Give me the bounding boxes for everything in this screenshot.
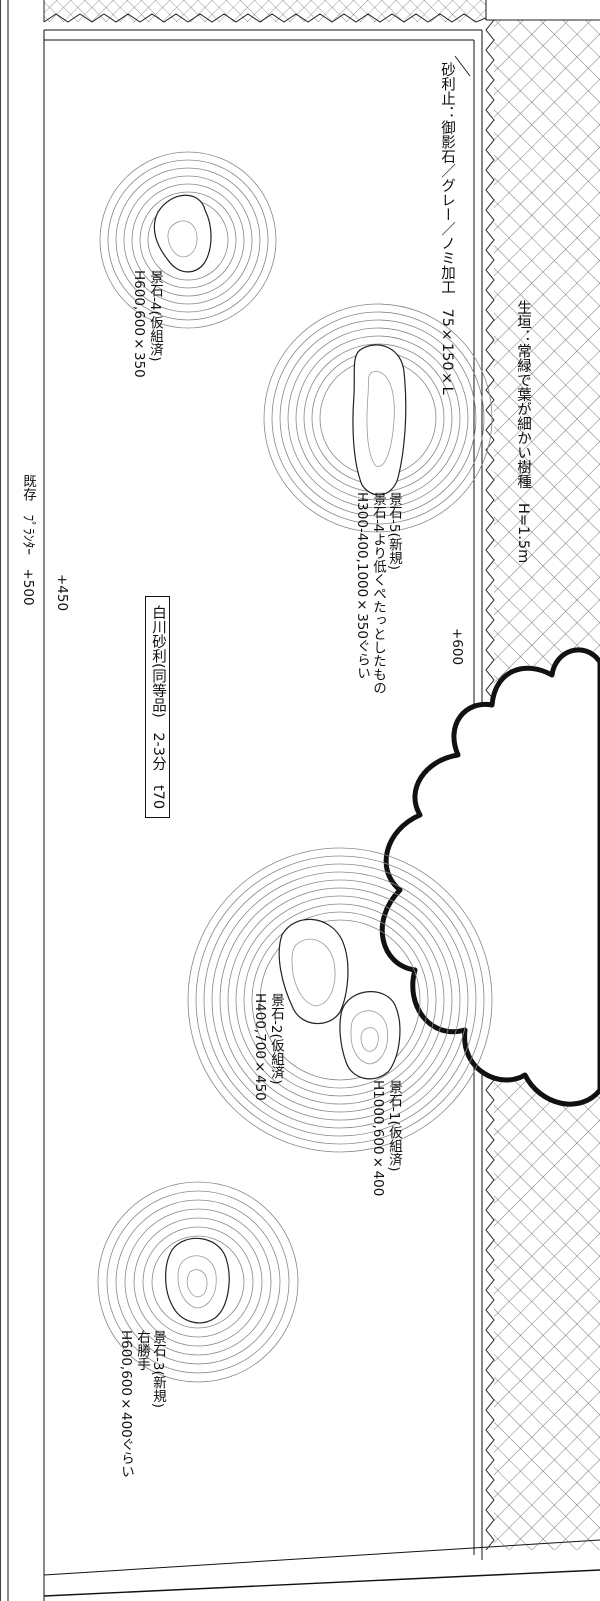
ripple-ring (106, 1190, 290, 1374)
stone-3-label: 景石-3(新規) 右勝手 H600,600×400ぐらい (118, 1330, 166, 1478)
existing-planter-label: 既存 ﾌﾟﾗﾝﾀｰ +500 (20, 474, 36, 606)
stone-4-label: 景石-4(仮組済) H600,600×350 (131, 270, 163, 378)
ripple-ring (99, 151, 277, 329)
ripple-ring (142, 1226, 254, 1338)
leader-line (454, 55, 471, 77)
gravel-stop-label: 砂利止：御影石／グレー／ノミ加工 75×150×L (439, 62, 455, 395)
stone-1 (339, 991, 401, 1080)
stone-2-label: 景石-2(仮組済) H400,700×450 (252, 993, 284, 1101)
ripple-ring (203, 863, 477, 1137)
ripple-ring (115, 1199, 281, 1365)
ripple-ring (124, 1208, 272, 1356)
ripple-ring (271, 311, 485, 525)
ripple-ring (243, 903, 437, 1097)
stone-5-name: 景石-5(新規) (386, 492, 402, 570)
ripple-ring (235, 895, 445, 1105)
ripple-ring (123, 175, 253, 305)
ripple-ring (151, 1235, 245, 1329)
stone-3 (165, 1237, 230, 1324)
stone-5-note: 景石-4より低くぺたっとしたもの (370, 492, 386, 695)
stone-5-label: 景石-5(新規) 景石-4より低くぺたっとしたもの H300-400,1000×… (354, 492, 402, 694)
stones (153, 194, 407, 1324)
gravel-ripple-rings (97, 151, 493, 1383)
ripple-ring (259, 919, 421, 1081)
stone-1-label: 景石-1(仮組済) H1000,600×400 (370, 1080, 402, 1196)
stone-5-spec: H300-400,1000×350ぐらい (354, 492, 370, 680)
stone-4 (153, 194, 212, 273)
stone-5 (352, 344, 407, 496)
ripple-ring (279, 319, 477, 517)
ripple-ring (287, 327, 469, 509)
ripple-ring (133, 1217, 263, 1347)
ripple-ring (195, 855, 485, 1145)
ripple-ring (107, 159, 269, 321)
stone-3-spec: H600,600×400ぐらい (118, 1330, 134, 1479)
top-hedge-strip (43, 0, 487, 23)
ripple-ring (227, 887, 453, 1113)
ripple-ring (187, 847, 493, 1153)
level-450-label: +450 (54, 574, 70, 612)
stone-3-name: 景石-3(新規) (150, 1330, 166, 1408)
hedge-label: 生垣：常緑で葉が細かい樹種 H=1.5m (515, 300, 531, 564)
ripple-ring (115, 167, 261, 313)
ripple-ring (263, 303, 493, 533)
tree-canopy (379, 647, 600, 1107)
stone-4-name: 景石-4(仮組済) (147, 270, 163, 362)
gravel-fill-label: 白川砂利(同等品) 2-3分 t70 (145, 596, 170, 819)
ripple-ring (131, 183, 245, 297)
stone-1-spec: H1000,600×400 (370, 1080, 386, 1197)
stone-1-name: 景石-1(仮組済) (386, 1080, 402, 1172)
ripple-ring (219, 879, 461, 1121)
ripple-ring (295, 335, 461, 501)
stone-2-name: 景石-2(仮組済) (268, 993, 284, 1085)
ripple-ring (139, 191, 237, 289)
ripple-ring (97, 1181, 299, 1383)
stone-2 (278, 918, 349, 1025)
stone-2-spec: H400,700×450 (252, 993, 268, 1101)
ripple-ring (251, 911, 429, 1089)
level-600-label: +600 (449, 628, 465, 666)
stone-4-spec: H600,600×350 (131, 270, 147, 378)
ripple-ring (211, 871, 469, 1129)
stone-3-note: 右勝手 (134, 1330, 150, 1371)
